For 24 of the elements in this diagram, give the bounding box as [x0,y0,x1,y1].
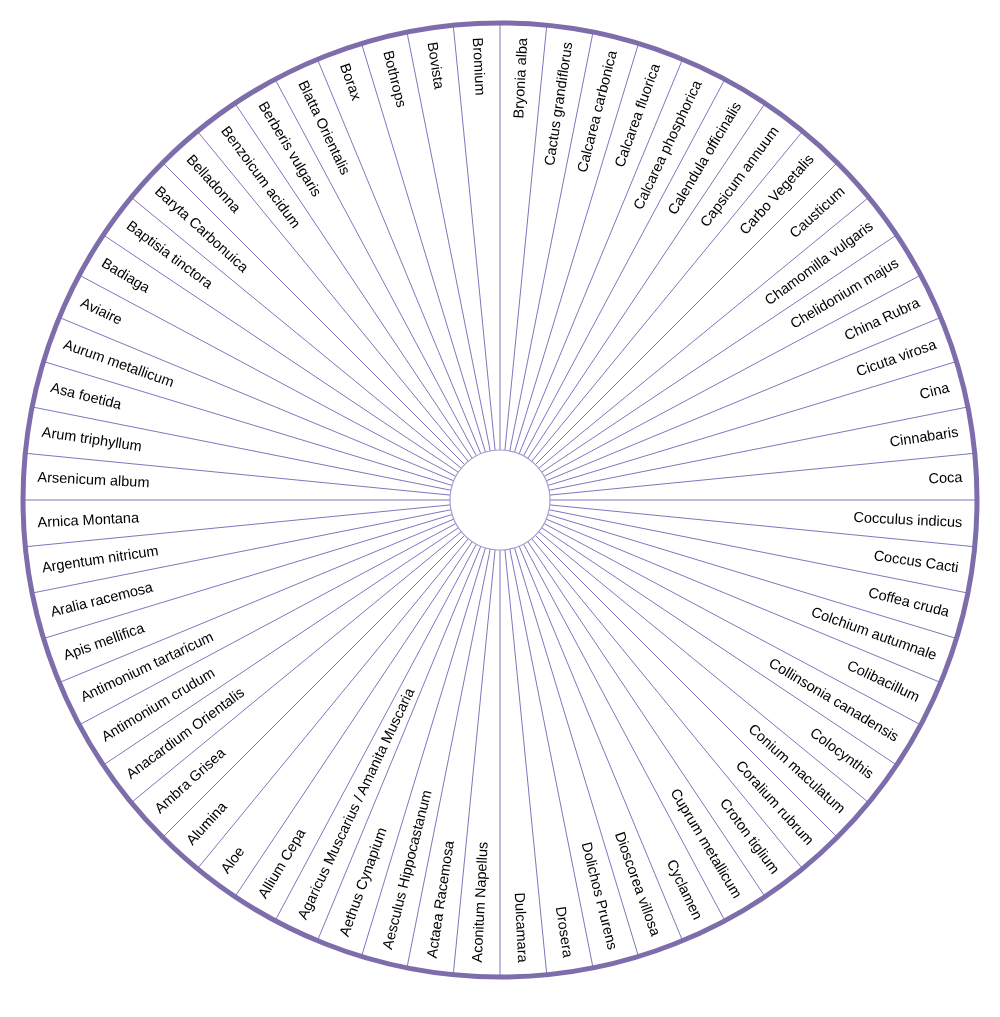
remedy-name: Bothrops [379,48,410,110]
remedy-name: Bromium [468,37,489,96]
remedy-name: Arnica Montana [37,509,140,532]
remedy-name: Arum triphyllum [40,423,143,456]
remedy-name: Bovista [423,40,448,91]
remedy-name: Coffea cruda [866,584,951,621]
remedy-name: Cicuta virosa [854,336,939,381]
remedy-name: Aralia racemosa [48,578,155,621]
remedy-name: Actaea Racemosa [423,839,458,960]
remedy-name: Cactus grandiflorus [541,40,577,167]
remedy-name: Cina [917,379,951,404]
remedy-name: Argentum nitricum [40,542,160,577]
remedy-name: Cocculus indicus [853,508,963,532]
remedy-name: Coca [928,468,963,488]
remedy-name: Borax [336,61,365,103]
remedy-name: Drosera [551,905,577,959]
remedy-name: Bryonia alba [510,37,532,119]
remedy-name: Aconitum Napellus [468,841,492,963]
remedy-name: Coccus Cacti [872,547,960,577]
remedy-name: Asa foetida [48,379,124,414]
remedy-name: Cinnabaris [888,423,960,451]
remedy-name: Apis mellifica [61,619,147,664]
remedy-name: Dulcamara [510,892,532,963]
remedy-name: Arsenicum album [37,468,150,492]
